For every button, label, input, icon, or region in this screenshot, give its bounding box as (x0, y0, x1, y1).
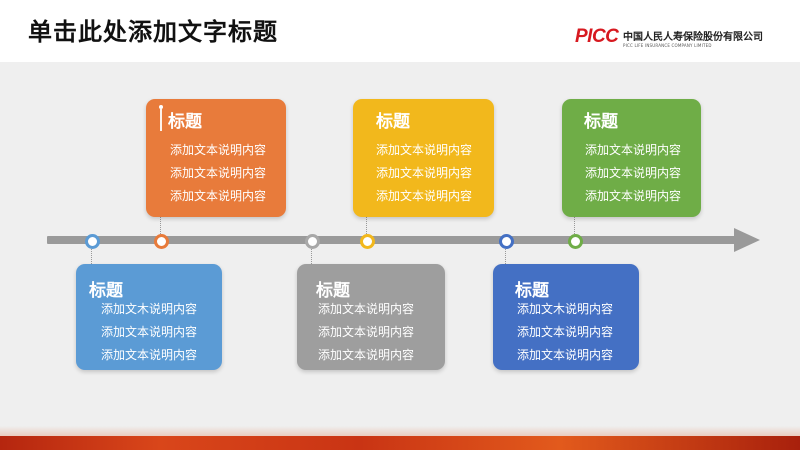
card-text-line: 添加文本说明内容 (170, 143, 267, 157)
card-title: 标题 (376, 112, 410, 132)
card-title: 标题 (316, 281, 350, 301)
card-text-line: 添加文本说明内容 (318, 348, 415, 362)
card-text-line: 添加文本说明内容 (585, 166, 682, 180)
card-text-line: 添加文本说明内容 (517, 325, 614, 339)
card-text-line: 添加文本说明内容 (101, 325, 198, 339)
card-body: 添加文木说明内容 添加文本说明内容 添加文本说明内容 (101, 298, 197, 367)
card-title: 标题 (168, 112, 202, 132)
card-text-line: 添加文本说明内容 (517, 348, 614, 362)
card-body: 添加文本说明内容 添加文本说明内容 添加文本说明内容 (376, 139, 472, 208)
card-text-line: 添加文木说明内容 (517, 302, 614, 316)
card-top-2[interactable]: 标题 添加文本说明内容 添加文本说明内容 添加文本说明内容 (353, 99, 494, 217)
timeline-axis (47, 236, 737, 244)
card-body: 添加文本说明内容 添加文本说明内容 添加文本说明内容 (585, 139, 681, 208)
card-text-line: 添加文本说明内容 (170, 189, 267, 203)
footer-band (0, 436, 800, 450)
connector-top-2 (366, 216, 367, 236)
connector-bottom-3 (505, 244, 506, 264)
card-text-line: 添加文本说明内容 (318, 302, 415, 316)
logo-company-name-cn: 中国人民人寿保险股份有限公司 (623, 32, 763, 43)
timeline-dot-6 (568, 234, 583, 249)
card-text-line: 添加文本说明内容 (318, 325, 415, 339)
card-bottom-1[interactable]: 标题 添加文木说明内容 添加文本说明内容 添加文本说明内容 (76, 264, 222, 370)
card-body: 添加文本说明内容 添加文本说明内容 添加文本说明内容 (170, 139, 266, 208)
card-text-line: 添加文本说明内容 (101, 348, 198, 362)
logo-company-name-en: PICC LIFE INSURANCE COMPANY LIMITED (623, 43, 712, 48)
card-bottom-3[interactable]: 标题 添加文木说明内容 添加文本说明内容 添加文本说明内容 (493, 264, 639, 370)
connector-bottom-1 (91, 244, 92, 264)
connector-top-3 (574, 216, 575, 236)
card-text-line: 添加文木说明内容 (101, 302, 198, 316)
connector-bottom-2 (311, 244, 312, 264)
timeline-dot-5 (499, 234, 514, 249)
card-text-line: 添加文本说明内容 (376, 143, 473, 157)
card-top-3[interactable]: 标题 添加文本说明内容 添加文本说明内容 添加文本说明内容 (562, 99, 701, 217)
footer-fade (0, 426, 800, 436)
card-title: 标题 (89, 281, 123, 301)
card-body: 添加文本说明内容 添加文本说明内容 添加文本说明内容 (318, 298, 414, 367)
card-text-line: 添加文本说明内容 (585, 189, 682, 203)
card-text-line: 添加文本说明内容 (376, 189, 473, 203)
card-pin (159, 105, 163, 109)
timeline-dot-2 (154, 234, 169, 249)
card-body: 添加文木说明内容 添加文本说明内容 添加文本说明内容 (517, 298, 613, 367)
timeline-arrowhead (734, 228, 760, 252)
company-logo: PICC 中国人民人寿保险股份有限公司 PICC LIFE INSURANCE … (575, 26, 790, 52)
card-text-line: 添加文本说明内容 (585, 143, 682, 157)
timeline-dot-1 (85, 234, 100, 249)
connector-top-1 (160, 216, 161, 236)
card-pin-line (160, 109, 162, 131)
card-title: 标题 (584, 112, 618, 132)
timeline-dot-3 (305, 234, 320, 249)
card-top-1[interactable]: 标题 添加文本说明内容 添加文本说明内容 添加文本说明内容 (146, 99, 286, 217)
slide-title[interactable]: 单击此处添加文字标题 (28, 18, 278, 46)
slide-header: 单击此处添加文字标题 PICC 中国人民人寿保险股份有限公司 PICC LIFE… (0, 0, 800, 60)
card-bottom-2[interactable]: 标题 添加文本说明内容 添加文本说明内容 添加文本说明内容 (297, 264, 445, 370)
logo-mark: PICC (575, 26, 619, 47)
card-text-line: 添加文本说明内容 (376, 166, 473, 180)
card-title: 标题 (515, 281, 549, 301)
card-text-line: 添加文本说明内容 (170, 166, 267, 180)
timeline-dot-4 (360, 234, 375, 249)
